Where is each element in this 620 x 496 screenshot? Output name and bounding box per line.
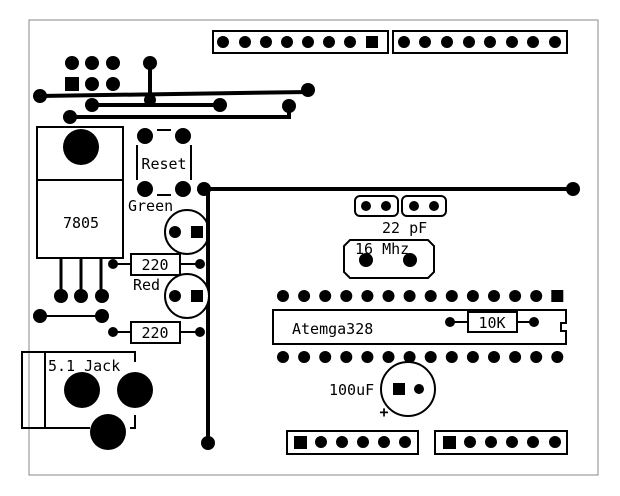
jack-label: 5.1 Jack [48,357,120,375]
top-header-1 [212,30,389,54]
mcu-pin [361,290,374,302]
cap-22-label: 22 pF [382,219,427,237]
mcu-pin [551,290,564,302]
mcu-pin [445,290,458,302]
trace-pads [33,56,580,450]
mcu-pin [466,351,479,363]
top-header-2 [392,30,568,54]
cap-100-label: 100uF [329,381,374,399]
mcu-pin [403,290,416,302]
mcu-pin [424,290,437,302]
mcu-pin [424,351,437,363]
mcu-pin [530,290,543,302]
mcu-pin [551,351,564,363]
resistor-1-label: 220 [141,256,168,274]
mcu-pin [509,351,522,363]
bottom-header-1 [286,430,419,455]
bottom-header-2 [434,430,568,455]
capacitors-22pf: 22 pF [354,195,447,237]
mcu-pin [509,290,522,302]
mcu-pin [466,290,479,302]
polarity-label: + [379,403,388,421]
mcu-pin [298,290,311,302]
traces [39,63,573,443]
red-led [164,273,210,319]
red-led-label: Red [133,276,160,294]
mcu-pin [277,290,289,302]
resistor-220-1: 220 [108,253,205,276]
mcu-pin [530,351,543,363]
mcu-pin [319,290,332,302]
resistor-220-2: 220 [108,321,205,344]
mcu-pin [340,290,353,302]
resistor-2-label: 220 [141,324,168,342]
regulator-7805: 7805 [36,126,124,303]
crystal-label: 16 Mhz [355,240,409,258]
mcu-pin [340,351,353,363]
mcu-pin [445,351,458,363]
mcu-label: Atemga328 [292,320,373,338]
mcu-pin [382,351,395,363]
mcu-pin [298,351,311,363]
mcu-pin [488,351,500,363]
mcu-pin [382,290,395,302]
green-led-label: Green [128,197,173,215]
mcu-atmega328: Atemga328 10K [272,290,567,363]
mcu-pin [361,351,374,363]
icsp-header [65,56,120,91]
capacitor-100uf: 100uF + [329,361,436,421]
crystal-16mhz: 16 Mhz [343,239,435,279]
mcu-pin [488,290,500,302]
mcu-pin [319,351,332,363]
resistor-10k-label: 10K [478,314,505,332]
green-led [164,209,210,255]
regulator-label: 7805 [63,214,99,232]
reset-label: Reset [141,155,186,173]
power-jack: 5.1 Jack [21,351,153,450]
reset-button: Reset [136,128,192,197]
board-outline [28,19,599,476]
mcu-pin [403,351,416,363]
mcu-pin [277,351,289,363]
